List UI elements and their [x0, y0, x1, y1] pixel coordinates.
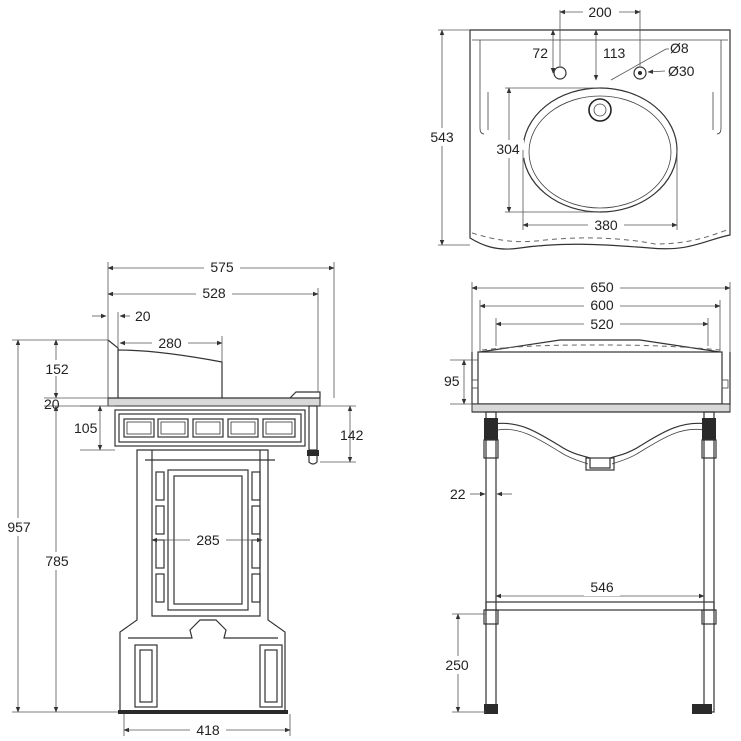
dim-top-thickness: 20 — [44, 396, 60, 412]
dim-leg-size: 22 — [450, 486, 466, 502]
dim-overall-depth: 575 — [210, 259, 234, 275]
dim-side-upstand-height: 152 — [45, 361, 69, 377]
front-view: 650 600 520 95 22 546 250 — [440, 278, 731, 714]
side-frieze — [114, 409, 306, 447]
dim-plan-depth: 543 — [430, 129, 454, 145]
dim-shelf-height: 250 — [445, 657, 469, 673]
dim-overall-width: 650 — [590, 279, 614, 295]
dim-base-width: 418 — [196, 722, 220, 738]
front-basin — [493, 422, 709, 469]
front-top-slab — [471, 403, 731, 413]
front-leg-left — [485, 411, 497, 713]
dim-inner-depth: 528 — [202, 285, 226, 301]
dim-inner-panel-width: 285 — [196, 532, 220, 548]
plan-bowl — [522, 87, 678, 213]
dim-bowl-width: 380 — [594, 217, 618, 233]
dim-upstand-thickness: 20 — [135, 308, 151, 324]
dim-shelf-width: 546 — [590, 579, 614, 595]
dim-small-hole: Ø8 — [670, 40, 689, 56]
tap-hole-right — [633, 66, 647, 80]
dim-rail-height: 142 — [340, 427, 364, 443]
side-top-slab — [107, 397, 321, 407]
front-shelf — [485, 601, 715, 611]
dim-frieze-height: 105 — [74, 420, 98, 436]
dim-front-bowl-width: 520 — [590, 316, 614, 332]
overflow-hole — [588, 98, 612, 122]
plan-view: 200 72 113 Ø8 Ø30 543 304 380 — [424, 4, 731, 250]
dim-tap-offset-left: 72 — [532, 45, 548, 61]
dim-stand-height: 785 — [45, 553, 69, 569]
dim-tap-hole: Ø30 — [668, 63, 695, 79]
dim-tap-spacing: 200 — [588, 4, 612, 20]
front-leg-right — [703, 411, 715, 713]
dim-front-upstand-height: 95 — [444, 373, 460, 389]
dim-tap-offset-right: 113 — [603, 45, 626, 61]
dim-side-bowl-depth: 280 — [158, 335, 182, 351]
tap-hole-left — [553, 66, 567, 80]
dim-inner-width: 600 — [590, 297, 614, 313]
side-view: 575 528 20 280 957 152 20 785 — [2, 258, 364, 738]
dim-total-height: 957 — [7, 519, 31, 535]
dim-bowl-depth: 304 — [496, 141, 520, 157]
plan-outline — [469, 29, 731, 250]
